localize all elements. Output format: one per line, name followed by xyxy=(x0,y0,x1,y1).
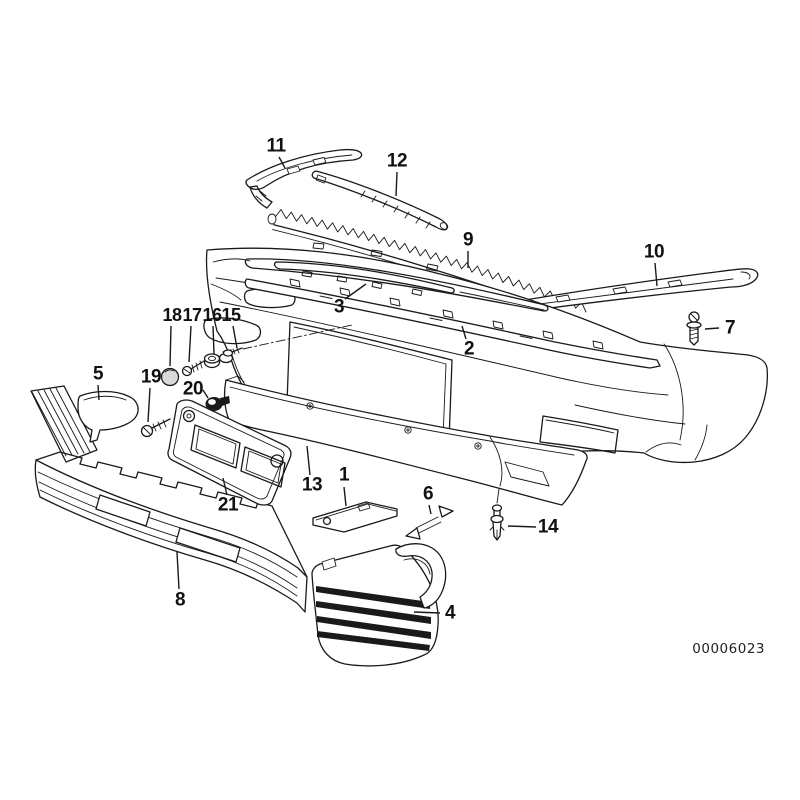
callout-label-19[interactable]: 19 xyxy=(141,367,162,388)
part-11-spoiler-strip xyxy=(245,148,363,209)
part-9-teeth xyxy=(275,209,587,313)
callout-leader-10 xyxy=(654,262,658,287)
callout-leader-4 xyxy=(413,611,441,614)
callout-label-15[interactable]: 15 xyxy=(221,305,241,325)
callout-18[interactable]: 18 xyxy=(162,305,182,367)
callout-13[interactable]: 13 xyxy=(302,445,323,496)
callout-leader-1 xyxy=(343,486,347,507)
callout-leader-8 xyxy=(176,551,180,590)
part-3-strip xyxy=(273,261,545,311)
callout-label-4[interactable]: 4 xyxy=(445,603,457,624)
part-12-rubber-strip xyxy=(311,170,449,231)
callout-label-7[interactable]: 7 xyxy=(725,318,736,339)
callout-label-17[interactable]: 17 xyxy=(182,305,202,325)
part-4-air-grille xyxy=(311,543,447,667)
callout-label-9[interactable]: 9 xyxy=(463,230,474,251)
callout-leader-7 xyxy=(704,327,720,330)
callout-label-21[interactable]: 21 xyxy=(218,495,240,516)
callout-label-11[interactable]: 11 xyxy=(266,136,287,157)
callout-7[interactable]: 7 xyxy=(704,318,736,339)
part-5-corner-grille xyxy=(30,385,139,463)
callout-1[interactable]: 1 xyxy=(339,465,350,507)
callout-label-13[interactable]: 13 xyxy=(302,475,323,496)
part-15-bolt xyxy=(218,347,243,364)
callout-19[interactable]: 19 xyxy=(141,367,162,423)
callout-leader-19 xyxy=(147,387,151,423)
part-19-screw xyxy=(140,418,171,438)
callout-label-10[interactable]: 10 xyxy=(644,242,665,263)
callout-8[interactable]: 8 xyxy=(175,551,186,611)
part-1-bracket xyxy=(312,501,398,533)
callout-11[interactable]: 11 xyxy=(266,136,287,169)
callout-leader-20 xyxy=(202,389,209,399)
callout-label-1[interactable]: 1 xyxy=(339,465,351,486)
callout-leader-6 xyxy=(428,504,432,515)
callout-label-3[interactable]: 3 xyxy=(334,297,345,318)
callout-label-8[interactable]: 8 xyxy=(175,590,186,611)
callout-label-5[interactable]: 5 xyxy=(93,364,105,385)
callout-leader-11 xyxy=(278,156,286,169)
callout-15[interactable]: 15 xyxy=(221,305,241,349)
callout-leader-14 xyxy=(507,525,537,528)
callout-14[interactable]: 14 xyxy=(507,517,560,538)
part-2-molding-strip xyxy=(244,278,661,369)
callout-20[interactable]: 20 xyxy=(183,379,209,400)
callout-leader-13 xyxy=(306,445,311,476)
mounting-axis-line xyxy=(242,324,353,350)
part-14-rivet xyxy=(489,504,505,541)
callout-leader-3 xyxy=(344,283,367,300)
callout-label-2[interactable]: 2 xyxy=(464,339,475,360)
callout-leader-15 xyxy=(232,325,238,349)
callout-9[interactable]: 9 xyxy=(463,230,474,269)
callout-leader-12 xyxy=(395,171,398,197)
callout-leader-18 xyxy=(169,325,172,367)
callout-3[interactable]: 3 xyxy=(334,283,367,318)
callout-10[interactable]: 10 xyxy=(644,242,665,287)
part-16-nut xyxy=(203,353,221,369)
callout-2[interactable]: 2 xyxy=(461,325,475,360)
callout-21[interactable]: 21 xyxy=(218,477,240,516)
callout-12[interactable]: 12 xyxy=(387,151,408,197)
part-17-screw xyxy=(181,360,205,377)
part-21-plate-base xyxy=(167,399,292,506)
callout-leader-2 xyxy=(461,325,467,340)
callout-6[interactable]: 6 xyxy=(423,484,434,515)
diagram-id-code: 00006023 xyxy=(692,641,765,657)
part-7-screw xyxy=(686,311,702,346)
callout-17[interactable]: 17 xyxy=(182,305,202,363)
part-13-valance-panel xyxy=(223,375,588,506)
part-20-grommet xyxy=(205,396,230,411)
callout-label-18[interactable]: 18 xyxy=(162,305,182,325)
callout-16[interactable]: 16 xyxy=(202,305,222,355)
callout-label-14[interactable]: 14 xyxy=(538,517,560,538)
callout-4[interactable]: 4 xyxy=(413,603,457,624)
callout-label-16[interactable]: 16 xyxy=(202,305,222,325)
callout-label-6[interactable]: 6 xyxy=(423,484,434,505)
callout-label-20[interactable]: 20 xyxy=(183,379,204,400)
part-9-end-cap xyxy=(267,213,277,225)
part-8-lower-strip xyxy=(34,451,308,613)
callout-leader-17 xyxy=(188,325,192,363)
callout-label-12[interactable]: 12 xyxy=(387,151,408,172)
callout-leader-16 xyxy=(212,325,215,355)
callout-leader-21 xyxy=(222,477,228,496)
part-6-double-arrow xyxy=(405,505,454,540)
callout-5[interactable]: 5 xyxy=(93,364,104,401)
part-18-cap xyxy=(160,367,180,387)
callout-leader-5 xyxy=(97,384,100,401)
